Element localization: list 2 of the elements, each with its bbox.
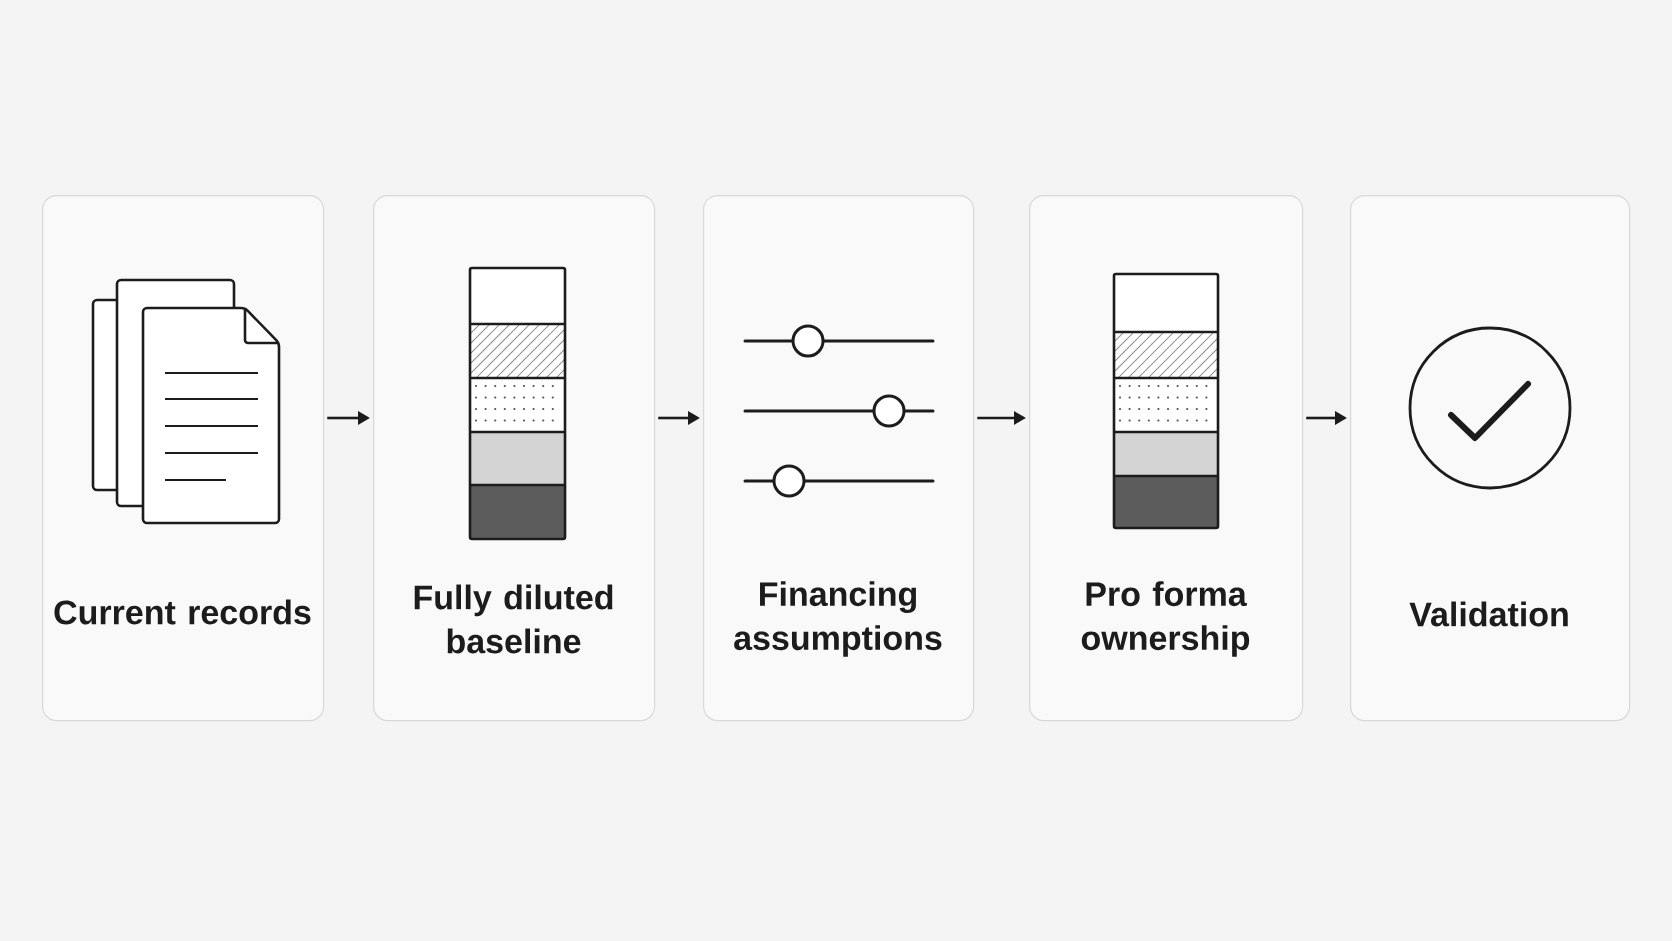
step-card: Financing assumptions (703, 195, 975, 722)
step-card: Validation (1350, 195, 1631, 722)
